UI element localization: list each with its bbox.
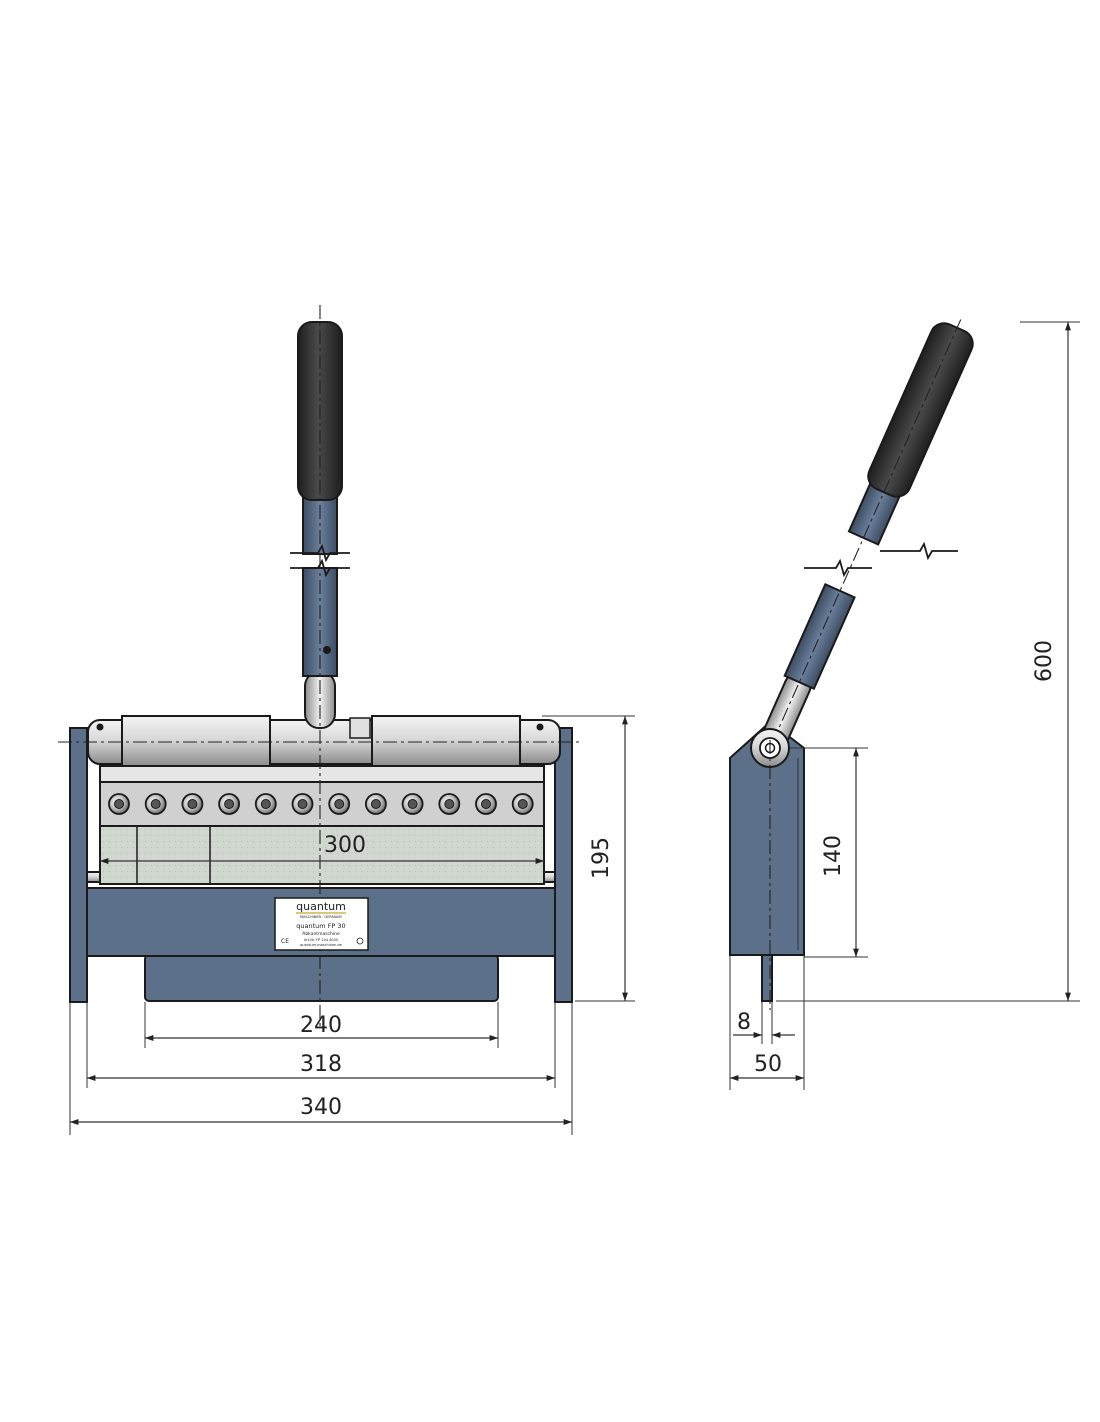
- dim-240: 240: [300, 1013, 342, 1038]
- clamp-bolt: [511, 793, 534, 815]
- clamp-bolt: [438, 793, 461, 815]
- nameplate-article: Art.Nr. FP 104 4040: [304, 938, 338, 942]
- nameplate-subline: MASCHINEN · GERMANY: [300, 915, 343, 919]
- hub-tab: [349, 717, 371, 739]
- dim-300: 300: [324, 833, 366, 858]
- clamping-beam: [99, 765, 545, 783]
- dim-600: 600: [1032, 640, 1057, 682]
- nameplate-web: quantum-maschinen.de: [300, 943, 342, 947]
- dim-8: 8: [737, 1010, 751, 1035]
- dim-140: 140: [821, 835, 846, 877]
- side-body: [729, 720, 805, 956]
- dim-50: 50: [754, 1052, 782, 1077]
- clamp-bolt: [401, 793, 424, 815]
- dim-340: 340: [300, 1095, 342, 1120]
- front-view: quantum MASCHINEN · GERMANY quantum FP 3…: [58, 305, 635, 1135]
- dim-195: 195: [589, 837, 614, 879]
- shaft-collar-left: [121, 715, 271, 767]
- clamp-bolt: [181, 793, 204, 815]
- clamp-bolt: [108, 793, 130, 815]
- clamp-bolt: [328, 793, 351, 815]
- side-foot-pin: [761, 954, 773, 1002]
- bolt-row: [108, 793, 534, 815]
- nameplate-type: Abkantmaschine: [302, 931, 340, 937]
- nameplate-brand: quantum: [296, 900, 346, 913]
- clamp-bolt: [475, 793, 497, 815]
- nameplate-ce: CE: [281, 938, 289, 945]
- clamp-bolt: [291, 793, 314, 815]
- clamping-blade: [99, 825, 545, 885]
- side-handle-pipe-lower: [783, 583, 856, 691]
- clamp-bolt: [144, 793, 167, 815]
- dim-318: 318: [300, 1052, 342, 1077]
- shaft-collar-right: [371, 715, 521, 767]
- clamp-bolt: [218, 793, 241, 815]
- base-foot: [144, 954, 499, 1002]
- nameplate-model: quantum FP 30: [296, 922, 345, 930]
- right-side-frame: [554, 727, 573, 1003]
- clamp-bolt: [254, 793, 277, 815]
- left-side-frame: [69, 727, 88, 1003]
- nameplate: quantum MASCHINEN · GERMANY quantum FP 3…: [274, 897, 369, 951]
- side-view: 600 140 8 50: [729, 318, 1080, 1090]
- clamp-bolt: [364, 793, 387, 815]
- side-handle-grip: [867, 322, 974, 498]
